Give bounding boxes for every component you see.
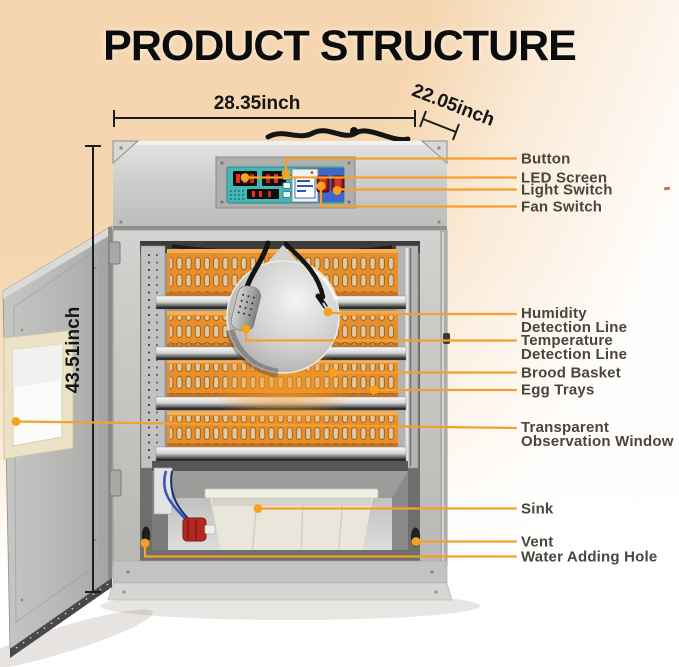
controller-card [291,168,319,203]
callout-line-fan-switch [319,184,518,208]
callout-dot-light-switch [332,186,342,195]
callout-label-window: Transparent Observation Window [521,419,674,450]
door[interactable] [2,225,122,658]
callout-dot-temperature [241,324,251,334]
callout-line-button [284,157,518,175]
callout-label-water-hole: Water Adding Hole [521,547,658,565]
callout-dots [11,169,421,548]
callout-label-led-screen: LED Screen [521,168,608,186]
door-bottom-edge [10,578,112,658]
callout-dot-humidity [323,307,333,317]
callout-label-humidity: Humidity Detection Line [521,305,628,336]
corner-bracket-left [112,140,140,165]
control-box [112,127,448,230]
humidity-sensor [230,285,261,332]
door-hinge-top [108,241,121,265]
callout-line-water-hole [143,541,518,558]
callout-label-egg-trays: Egg Trays [521,381,595,399]
observation-window [3,329,74,460]
callout-label-light-switch: Light Switch [521,180,613,198]
callout-label-temperature: Temperature Detection Line [521,332,628,363]
callout-line-light-switch [335,188,518,192]
callout-dot-sink [253,504,263,513]
callout-label-vent: Vent [521,532,554,550]
callout-dot-button [281,169,291,178]
callout-dot-water-hole [140,538,150,548]
callout-label-brood-basket: Brood Basket [521,364,621,382]
depth-dimension-line [422,118,457,133]
callout-label-fan-switch: Fan Switch [521,197,603,215]
callout-dot-led-screen [240,173,250,182]
width-dimension-label: 28.35inch [213,93,301,114]
callout-dot-egg-trays [369,385,379,395]
water-valve [182,517,216,542]
callout-dot-fan-switch [316,181,326,191]
callout-label-sink: Sink [521,499,554,517]
dimension-lines [85,110,460,593]
callout-label-button: Button [521,149,571,167]
page-title: PRODUCT STRUCTURE [103,22,577,70]
height-dimension-label: 43.51inch [63,306,84,394]
door-hinge-bottom [109,469,122,497]
sensor-line-clip [443,333,450,344]
duct [153,467,173,515]
callout-dot-vent [411,537,421,546]
callout-lines [14,157,518,558]
callout-line-window [14,420,518,430]
callout-dot-window [11,417,21,426]
callout-line-humidity [326,311,518,316]
callout-dot-brood-basket [328,368,338,377]
panel-vent-dots [230,190,244,200]
power-cord [265,128,411,143]
